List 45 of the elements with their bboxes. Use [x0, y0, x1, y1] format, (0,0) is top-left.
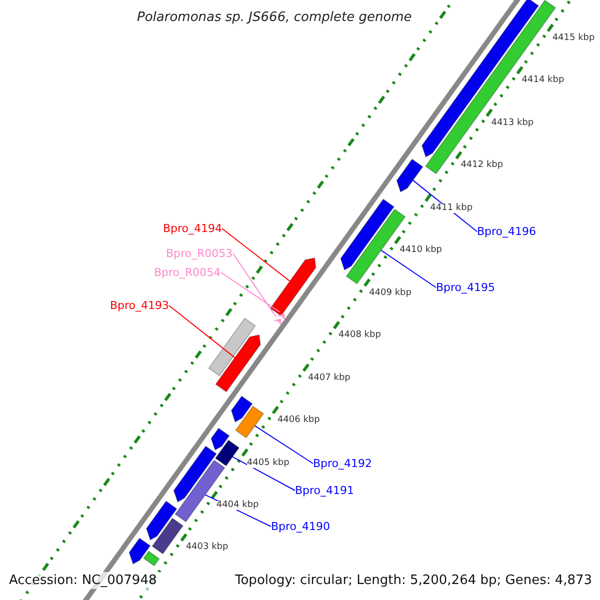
leader-line [220, 272, 280, 312]
gene-feature [230, 396, 253, 423]
leader-line [380, 250, 436, 288]
gene-feature [340, 198, 395, 271]
gene-label: Bpro_R0053 [166, 248, 233, 259]
scale-label: 4414 kbp [522, 76, 564, 86]
gene-block [208, 318, 256, 376]
scale-label: 4410 kbp [400, 246, 442, 256]
gene-feature [396, 158, 424, 193]
gene-label: Bpro_4196 [477, 226, 536, 237]
gene-label: Bpro_4193 [110, 300, 170, 311]
leader-line [232, 456, 296, 491]
gene-feature [210, 428, 230, 451]
scale-label: 4405 kbp [246, 458, 290, 468]
chevron-marker [276, 314, 285, 322]
gene-label: Bpro_4191 [295, 485, 354, 496]
gene-feature [215, 334, 261, 392]
gene-feature [146, 500, 178, 541]
scale-label: 4409 kbp [369, 288, 412, 298]
gene-block [152, 518, 184, 554]
gene-label: Bpro_4190 [271, 521, 330, 532]
gene-feature [173, 446, 217, 503]
scale-label: 4407 kbp [308, 374, 350, 383]
gene-feature [128, 538, 151, 565]
gene-feature [270, 257, 316, 316]
scale-label: 4412 kbp [460, 161, 504, 170]
gene-block [142, 550, 160, 566]
scale-label: 4413 kbp [491, 118, 534, 128]
gene-label: Bpro_4194 [163, 223, 222, 234]
leader-line [168, 305, 236, 358]
scale-label: 4404 kbp [216, 500, 259, 510]
chevron-marker [273, 318, 282, 326]
scale-label: 4406 kbp [277, 416, 320, 426]
gene-label: Bpro_R0054 [154, 267, 221, 278]
gene-block [214, 440, 240, 466]
leader-line [232, 253, 276, 318]
scale-label: 4408 kbp [338, 331, 381, 340]
leader-line [222, 228, 290, 282]
gene-block [235, 406, 264, 438]
scale-label: 4411 kbp [430, 204, 473, 213]
genome-title: Polaromonas sp. JS666, complete genome [137, 11, 412, 24]
gene-label: Bpro_4192 [313, 458, 372, 469]
gene-label: Bpro_4195 [436, 282, 496, 293]
scale-label: 4415 kbp [552, 34, 595, 43]
scale-label: 4403 kbp [186, 543, 228, 552]
